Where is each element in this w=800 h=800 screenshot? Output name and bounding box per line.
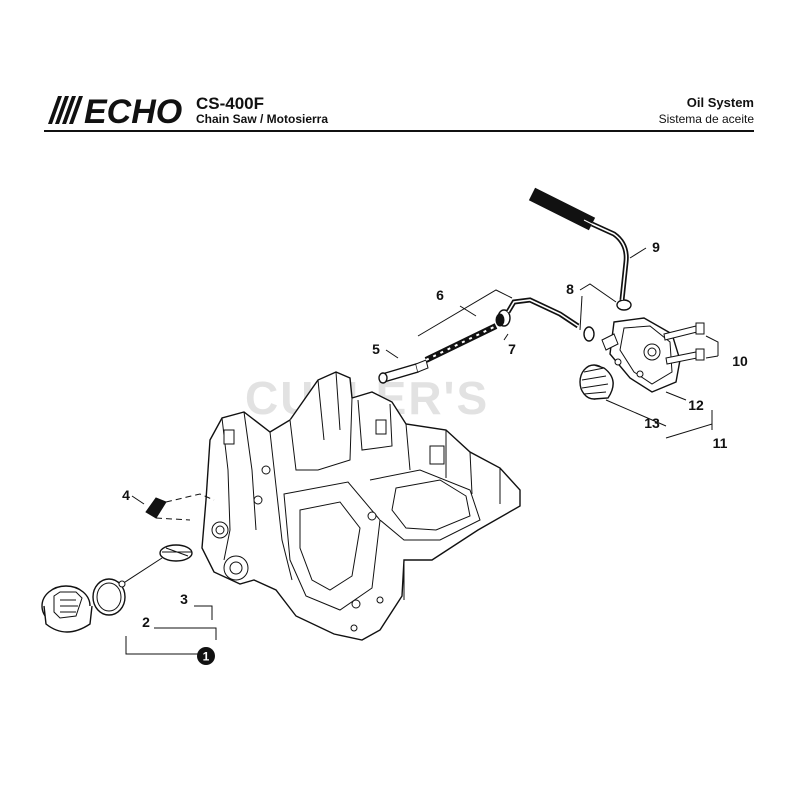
callout-4: 4 — [122, 487, 130, 503]
callout-1-circle — [197, 647, 215, 665]
oil-cap-strainer — [118, 544, 193, 588]
callout-13: 13 — [644, 415, 660, 431]
pump-screws — [663, 322, 705, 365]
oil-cap — [41, 585, 93, 633]
delivery-hose-inner — [507, 299, 579, 327]
callout-8: 8 — [566, 281, 574, 297]
hose-clamp — [495, 309, 511, 327]
intake-pipe-fitting — [378, 359, 429, 384]
oil-pipe — [528, 187, 629, 301]
cap-gasket-ring-inner — [96, 582, 122, 612]
callout-7: 7 — [508, 341, 516, 357]
o-ring-upper — [616, 299, 632, 311]
product-subtitle: Chain Saw / Motosierra — [196, 112, 329, 126]
section-title-es: Sistema de aceite — [658, 112, 754, 126]
callout-12: 12 — [688, 397, 704, 413]
callout-1: 1 — [203, 650, 210, 664]
oil-hose — [424, 323, 498, 363]
model-number: CS-400F — [196, 94, 265, 113]
section-title-en: Oil System — [686, 95, 754, 110]
worm-gear — [579, 364, 614, 400]
callout-10: 10 — [732, 353, 748, 369]
callout-3: 3 — [180, 591, 188, 607]
oil-pump-body — [601, 317, 681, 393]
echo-logo: ECHO — [48, 93, 182, 126]
oil-filter — [145, 493, 215, 521]
header-rule — [44, 130, 754, 132]
callout-6: 6 — [436, 287, 444, 303]
callout-11: 11 — [713, 435, 728, 451]
callout-9: 9 — [652, 239, 660, 255]
page-header: ECHO CS-400F Chain Saw / Motosierra Oil … — [0, 0, 800, 140]
delivery-hose — [505, 297, 580, 329]
logo-wordmark: ECHO — [84, 93, 182, 126]
callout-5: 5 — [372, 341, 380, 357]
callout-2: 2 — [142, 614, 150, 630]
callout-leaders — [125, 247, 719, 655]
o-ring-lower — [583, 326, 595, 342]
crankcase-housing — [201, 371, 521, 641]
